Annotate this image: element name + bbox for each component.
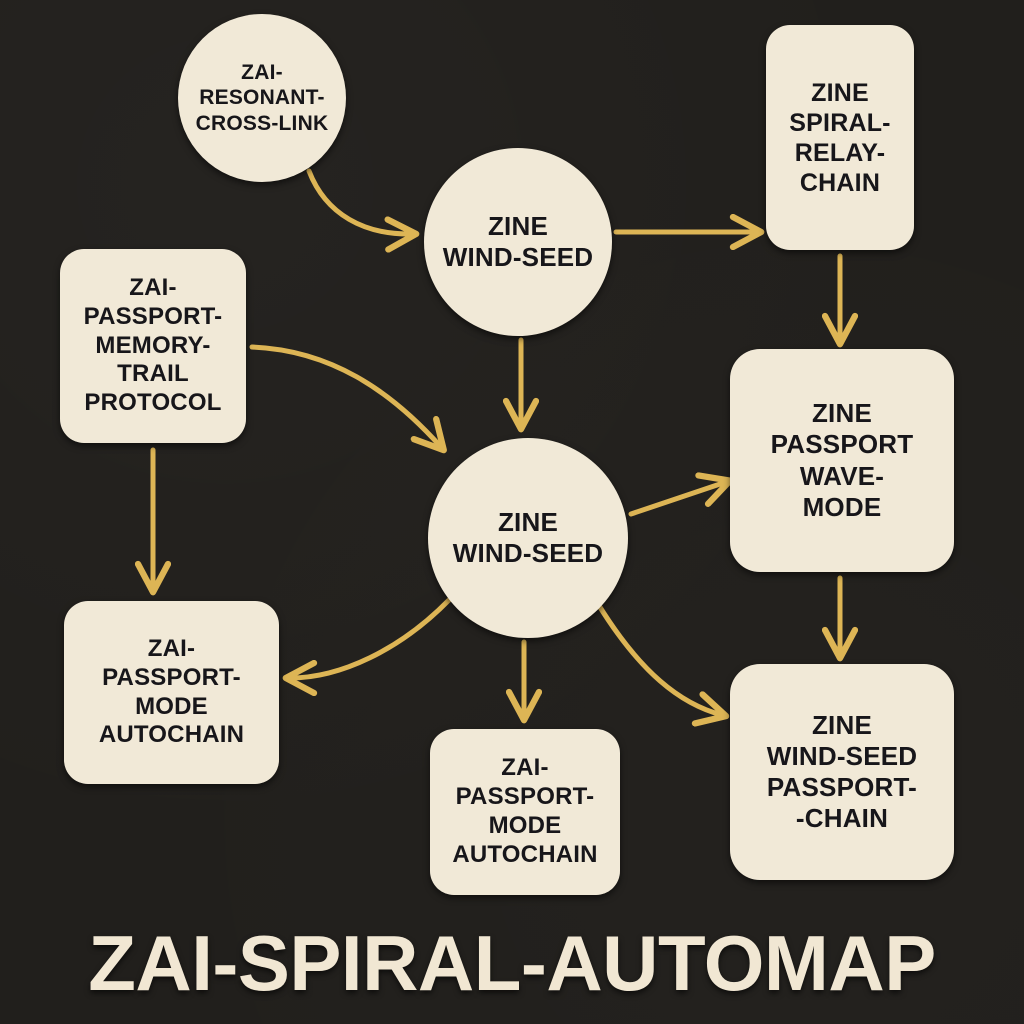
diagram-title: ZAI-SPIRAL-AUTOMAP <box>88 919 936 1007</box>
node-zai-passport-mode-autochain-middle[interactable]: ZAI- PASSPORT- MODE AUTOCHAIN <box>430 729 620 895</box>
node-label: ZINE WIND-SEED PASSPORT- -CHAIN <box>766 709 918 834</box>
edge-wind-mid-to-autochain-left <box>290 597 452 678</box>
node-label: ZAI- PASSPORT- MODE AUTOCHAIN <box>98 634 245 749</box>
node-label: ZAI- RESONANT- CROSS-LINK <box>195 61 329 135</box>
node-zai-resonant-cross-link[interactable]: ZAI- RESONANT- CROSS-LINK <box>178 14 346 182</box>
edge-resonant-to-wind-top <box>306 168 412 234</box>
node-zine-wind-seed-top[interactable]: ZINE WIND-SEED <box>424 148 612 336</box>
node-label: ZINE WIND-SEED <box>442 210 594 272</box>
node-label: ZINE WIND-SEED <box>452 506 604 568</box>
node-zine-spiral-relay-chain[interactable]: ZINE SPIRAL- RELAY- CHAIN <box>766 25 914 250</box>
edge-memory-trail-to-wind-mid <box>249 344 441 447</box>
node-zine-passport-wave-mode[interactable]: ZINE PASSPORT WAVE- MODE <box>730 349 954 572</box>
node-zine-wind-seed-passport-chain[interactable]: ZINE WIND-SEED PASSPORT- -CHAIN <box>730 664 954 880</box>
node-label: ZINE PASSPORT WAVE- MODE <box>770 398 914 522</box>
node-label: ZAI- PASSPORT- MEMORY- TRAIL PROTOCOL <box>83 274 223 417</box>
node-zai-passport-memory-trail-protocol[interactable]: ZAI- PASSPORT- MEMORY- TRAIL PROTOCOL <box>60 249 246 443</box>
node-zine-wind-seed-middle[interactable]: ZINE WIND-SEED <box>428 438 628 638</box>
node-zai-passport-mode-autochain-left[interactable]: ZAI- PASSPORT- MODE AUTOCHAIN <box>64 601 279 784</box>
node-label: ZINE SPIRAL- RELAY- CHAIN <box>789 78 891 197</box>
node-label: ZAI- PASSPORT- MODE AUTOCHAIN <box>452 754 598 868</box>
edge-wind-mid-to-passport-chain <box>595 601 722 715</box>
edge-wind-mid-to-wave-mode <box>628 482 726 517</box>
